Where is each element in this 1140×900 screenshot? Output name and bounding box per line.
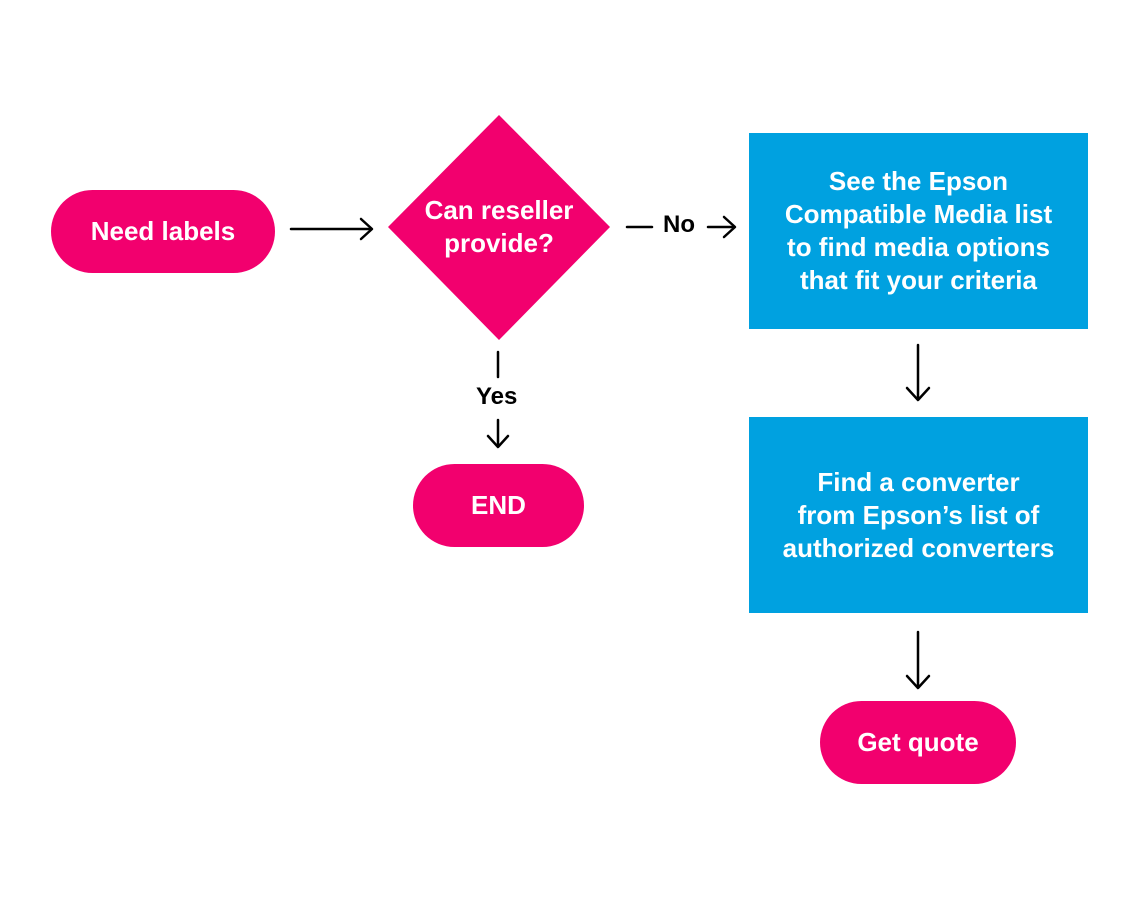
start-node: Need labels [51,190,275,273]
arrow-converter-to-quote [905,630,931,690]
get-quote-node: Get quote [820,701,1016,784]
process-find-converter: Find a converter from Epson’s list of au… [749,417,1088,613]
arrow-start-to-decision [289,217,374,241]
edge-label-yes: Yes [474,383,520,411]
process-compatible-media: See the Epson Compatible Media list to f… [749,133,1088,329]
arrow-media-to-converter [905,343,931,402]
end-node: END [413,464,584,547]
edge-label-no: No [661,211,697,239]
decision-diamond [388,115,610,340]
decision-label: Can reseller provide? [424,195,574,258]
arrow-decision-to-media [625,215,737,239]
arrow-decision-to-end [486,350,510,449]
